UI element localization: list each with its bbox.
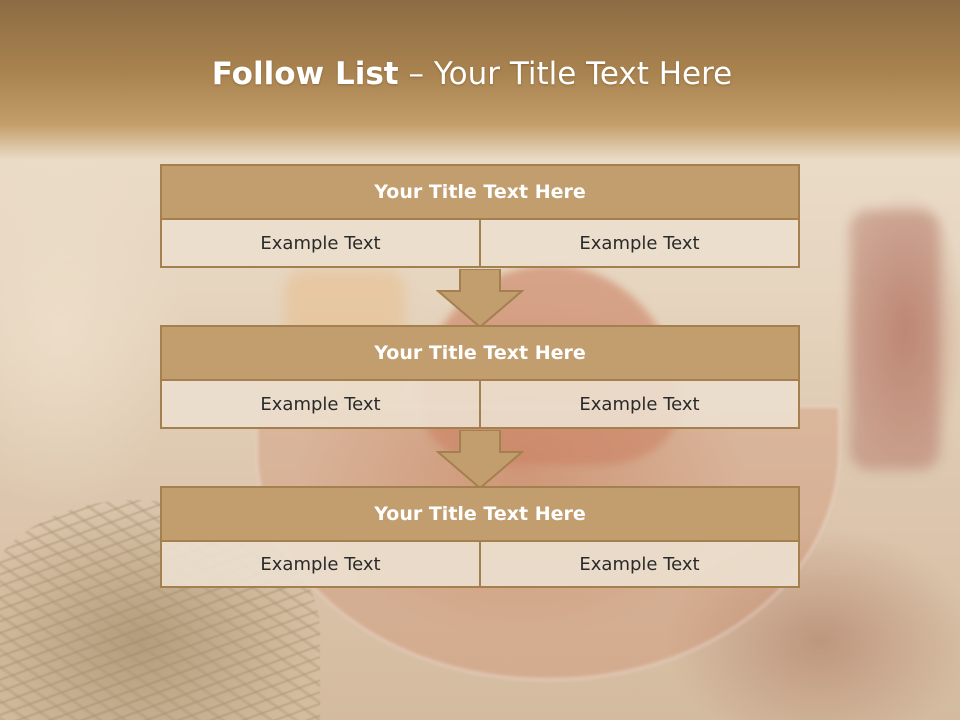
step-title: Your Title Text Here [160,486,800,542]
slide-title-rest: – Your Title Text Here [398,56,733,92]
step-cell-left: Example Text [160,540,481,588]
background-bottle [850,210,940,470]
down-arrow-icon [436,269,524,329]
step-row: Example Text Example Text [160,218,800,268]
step-cell-left: Example Text [160,379,481,429]
step-cell-left: Example Text [160,218,481,268]
step-cell-right: Example Text [479,540,800,588]
step-title: Your Title Text Here [160,164,800,220]
step-row: Example Text Example Text [160,540,800,588]
step-block-1: Your Title Text Here Example Text Exampl… [160,164,800,268]
step-block-2: Your Title Text Here Example Text Exampl… [160,325,800,429]
title-band [0,0,960,160]
step-row: Example Text Example Text [160,379,800,429]
step-cell-right: Example Text [479,379,800,429]
step-cell-right: Example Text [479,218,800,268]
down-arrow-icon [436,430,524,490]
step-block-3: Your Title Text Here Example Text Exampl… [160,486,800,588]
slide-title: Follow List – Your Title Text Here [0,56,944,92]
step-title: Your Title Text Here [160,325,800,381]
slide-title-bold: Follow List [211,56,399,92]
